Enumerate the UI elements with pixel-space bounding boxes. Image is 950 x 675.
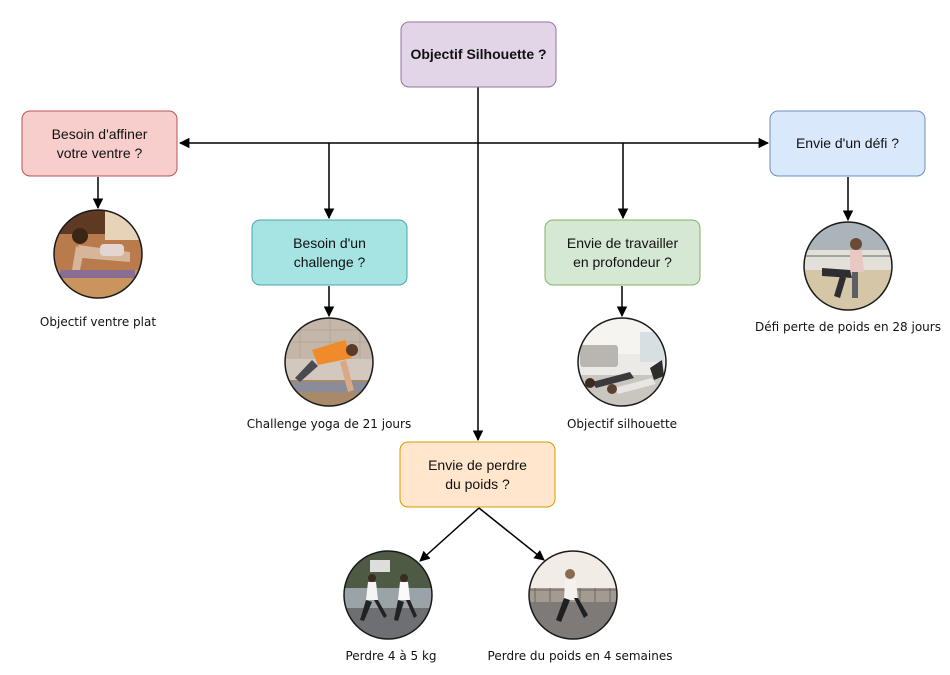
branch-travailler-label-line2: en profondeur ? <box>573 254 672 270</box>
caption-travailler: Objectif silhouette <box>567 417 677 431</box>
branch-affiner-label-line1: Besoin d'affiner <box>52 126 148 142</box>
connector-perdre-kg <box>419 507 480 562</box>
branch-challenge: Besoin d'un challenge ? <box>251 219 408 286</box>
branch-travailler: Envie de travailler en profondeur ? <box>544 219 701 286</box>
connector-perdre-semaines <box>478 507 545 561</box>
woman-dips-photo <box>803 221 893 311</box>
caption-defi: Défi perte de poids en 28 jours <box>755 320 941 334</box>
root-label: Objectif Silhouette ? <box>410 46 546 62</box>
branch-perdre-label-line2: du poids ? <box>445 476 510 492</box>
caption-affiner: Objectif ventre plat <box>40 315 156 329</box>
caption-semaines: Perdre du poids en 4 semaines <box>488 649 673 663</box>
branch-challenge-label-line2: challenge ? <box>294 254 366 270</box>
connectors <box>92 87 854 562</box>
branch-perdre-label-line1: Envie de perdre <box>428 457 527 473</box>
branch-defi-label: Envie d'un défi ? <box>796 135 899 151</box>
branch-affiner-label-line2: votre ventre ? <box>57 145 143 161</box>
woman-plank-photo <box>53 209 143 299</box>
branch-affiner: Besoin d'affiner votre ventre ? <box>21 110 178 177</box>
branch-defi: Envie d'un défi ? <box>769 110 926 177</box>
caption-kg: Perdre 4 à 5 kg <box>345 649 436 663</box>
branch-challenge-label-line1: Besoin d'un <box>293 235 366 251</box>
women-floor-exercise-photo <box>577 317 667 407</box>
woman-yoga-photo <box>284 317 374 407</box>
runners-photo <box>343 550 433 640</box>
root-node: Objectif Silhouette ? <box>400 21 557 88</box>
caption-challenge: Challenge yoga de 21 jours <box>247 417 411 431</box>
woman-running-photo <box>528 550 618 640</box>
branch-travailler-label-line1: Envie de travailler <box>567 235 679 251</box>
branch-perdre: Envie de perdre du poids ? <box>399 441 556 508</box>
